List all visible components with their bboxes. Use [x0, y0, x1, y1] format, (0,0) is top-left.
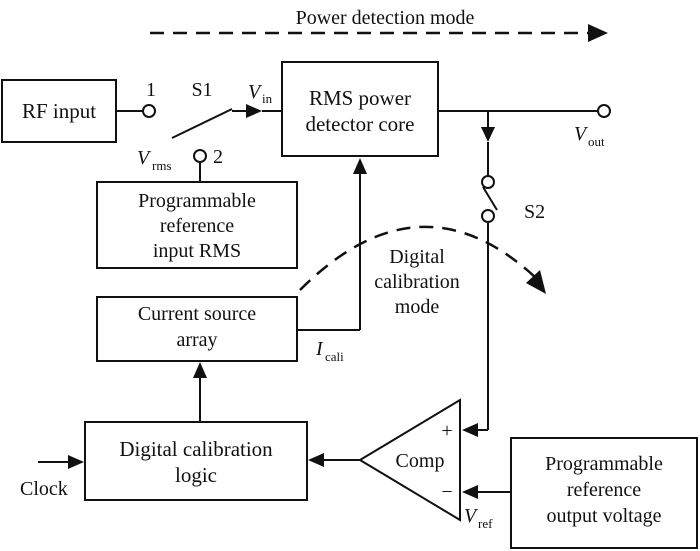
- svg-text:V: V: [137, 147, 152, 169]
- s2-branch-arrowhead: [481, 127, 495, 142]
- vrms-label: V rms: [137, 147, 172, 173]
- svg-text:V: V: [248, 81, 263, 103]
- svg-text:V: V: [574, 123, 589, 145]
- terminal-2-label: 2: [213, 146, 223, 168]
- calibration-mode-line-2: calibration: [374, 271, 460, 293]
- comparator: Comp + −: [358, 398, 461, 522]
- vout-node: [597, 104, 611, 118]
- calibration-arrowhead: [526, 270, 546, 294]
- svg-text:V: V: [464, 505, 479, 527]
- calibration-mode-line-1: Digital: [389, 246, 445, 268]
- digital-calibration-mode-indicator: Digital calibration mode: [299, 225, 546, 318]
- rms-core-line-2: detector core: [305, 112, 414, 136]
- logic-to-current-arrowhead: [193, 362, 207, 378]
- clock-label: Clock: [20, 478, 68, 500]
- prog-ref-input-line-3: input RMS: [153, 240, 241, 262]
- svg-text:out: out: [588, 134, 605, 149]
- vref-label: V ref: [464, 505, 493, 531]
- s2-top-node: [481, 175, 495, 189]
- vin-label: V in: [248, 81, 273, 106]
- power-detection-arrowhead: [588, 24, 608, 42]
- clock-arrowhead: [68, 455, 84, 469]
- calibration-dashed-arc: [299, 225, 537, 291]
- comparator-minus-sign: −: [441, 481, 452, 503]
- vin-arrowhead: [246, 104, 262, 118]
- rms-core-line-1: RMS power: [309, 86, 411, 110]
- s1-label: S1: [191, 79, 212, 101]
- power-detection-mode-indicator: Power detection mode: [150, 7, 608, 42]
- prog-ref-input-block: Programmable reference input RMS: [96, 181, 298, 269]
- terminal-1-node: [142, 104, 156, 118]
- svg-text:ref: ref: [478, 516, 493, 531]
- svg-text:I: I: [315, 338, 324, 360]
- prog-ref-output-line-1: Programmable: [545, 453, 663, 475]
- vout-label: V out: [574, 123, 605, 149]
- svg-text:in: in: [262, 91, 273, 106]
- current-source-line-2: array: [176, 329, 217, 351]
- prog-ref-input-line-2: reference: [160, 215, 234, 237]
- s2-label: S2: [524, 201, 545, 223]
- comparator-plus-sign: +: [441, 420, 452, 442]
- prog-ref-output-block: Programmable reference output voltage: [510, 437, 698, 549]
- terminal-2-node: [193, 149, 207, 163]
- prog-ref-input-line-1: Programmable: [138, 190, 256, 212]
- digital-logic-block: Digital calibration logic: [84, 421, 308, 501]
- ical-label: I cali: [315, 338, 344, 364]
- calibration-mode-line-3: mode: [395, 296, 440, 318]
- current-source-block: Current source array: [96, 296, 298, 362]
- svg-text:cali: cali: [325, 349, 344, 364]
- comparator-label: Comp: [396, 450, 445, 472]
- rms-core-block: RMS power detector core: [281, 61, 439, 157]
- prog-ref-output-line-3: output voltage: [547, 505, 662, 527]
- s2-blade: [482, 186, 498, 211]
- rf-input-label: RF input: [22, 99, 96, 123]
- prog-ref-output-line-2: reference: [567, 479, 641, 501]
- digital-logic-line-1: Digital calibration: [119, 437, 273, 461]
- s2-bottom-node: [481, 209, 495, 223]
- s1-blade: [171, 108, 233, 139]
- terminal-1-label: 1: [146, 79, 156, 101]
- vref-arrowhead: [462, 485, 478, 499]
- ical-arrowhead: [353, 158, 367, 174]
- comp-to-logic-arrowhead: [308, 453, 324, 467]
- comp-plus-arrowhead: [462, 423, 478, 437]
- power-detection-mode-label: Power detection mode: [296, 7, 475, 29]
- rf-input-block: RF input: [1, 79, 117, 143]
- digital-logic-line-2: logic: [175, 463, 217, 487]
- svg-text:rms: rms: [152, 158, 172, 173]
- current-source-line-1: Current source: [138, 303, 256, 325]
